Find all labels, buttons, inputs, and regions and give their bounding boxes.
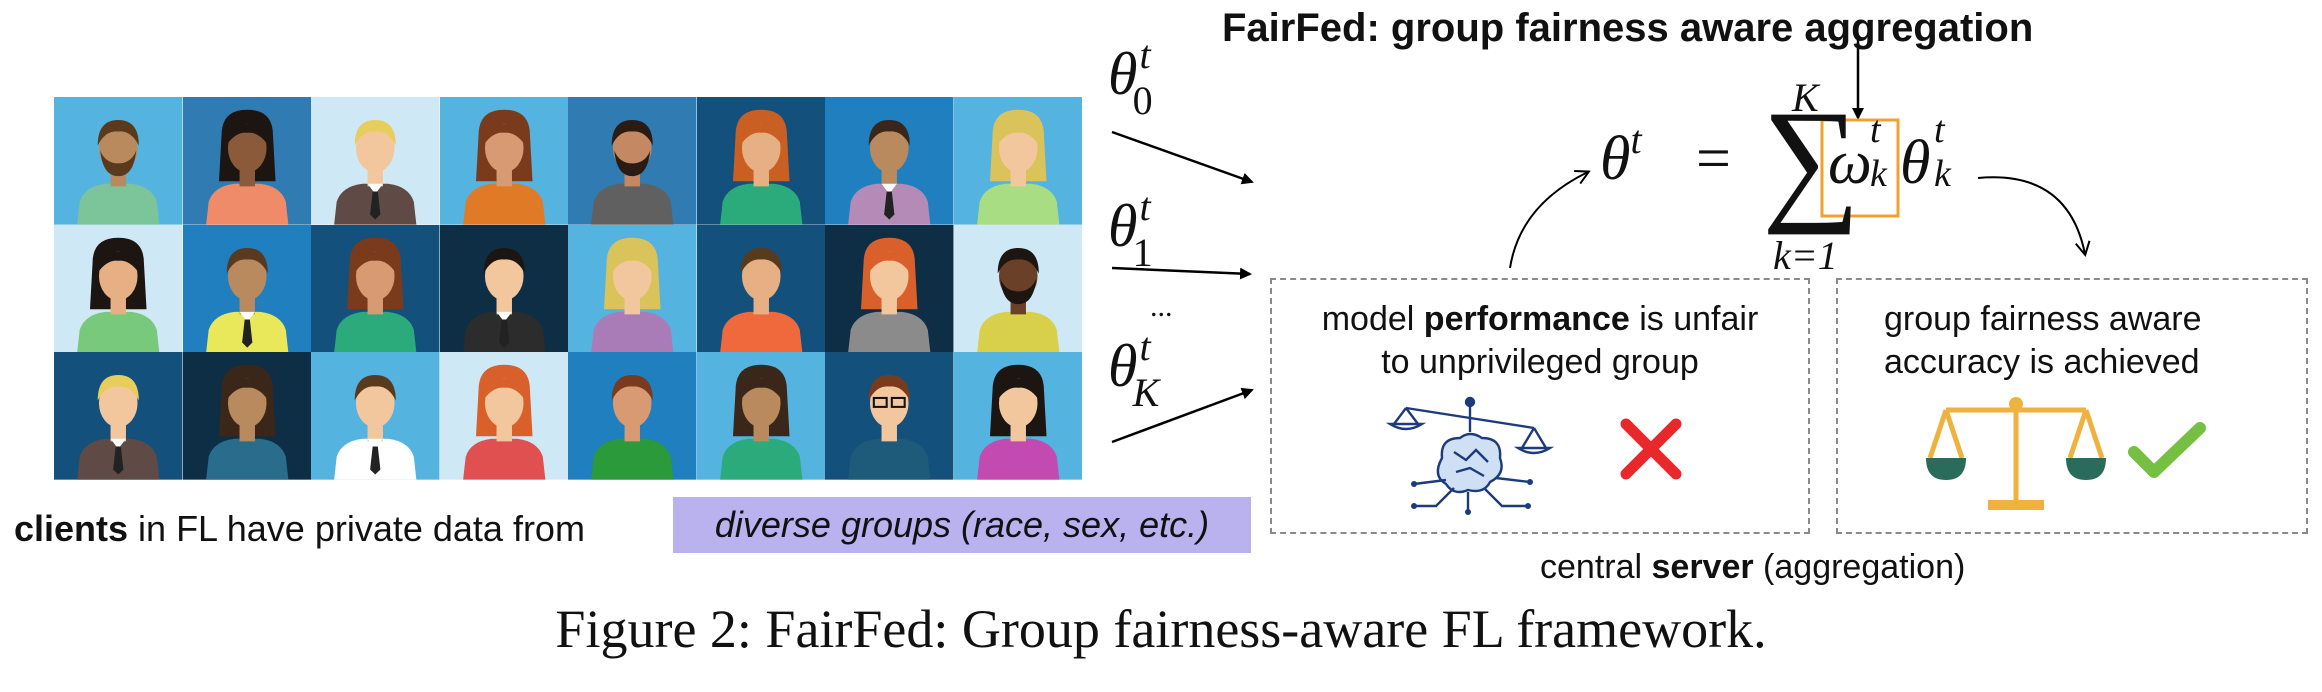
formula-weight-sup: t <box>1870 109 1881 151</box>
fair-accuracy-box: group fairness aware accuracy is achieve… <box>1836 278 2308 534</box>
client-avatar <box>696 352 825 480</box>
client-avatar <box>311 224 440 353</box>
client-avatar <box>311 97 440 225</box>
theta-0-label: θt0 <box>1108 32 1153 123</box>
figure-caption: Figure 2: FairFed: Group fairness-aware … <box>555 599 1767 659</box>
client-avatar <box>439 352 568 480</box>
arrow-formula-to-box <box>1977 176 2085 254</box>
fair-line-1: group fairness aware <box>1884 300 2202 338</box>
client-avatar <box>182 97 311 225</box>
client-avatar <box>439 97 568 225</box>
formula-theta-sup: t <box>1934 109 1945 151</box>
arrow-thetaK <box>1111 387 1254 444</box>
cross-icon <box>1620 418 1682 480</box>
weight-highlight-box <box>1820 118 1900 218</box>
client-avatar <box>54 224 183 353</box>
unfair-line-2: to unprivileged group <box>1381 343 1699 381</box>
formula-equals: = <box>1696 125 1731 193</box>
client-avatar <box>439 224 568 353</box>
client-avatar <box>311 352 440 480</box>
arrow-theta1 <box>1111 266 1252 280</box>
formula-sum-lower: k=1 <box>1773 233 1838 278</box>
formula-sum-sign: ∑ <box>1762 82 1861 235</box>
client-avatar <box>953 97 1082 225</box>
unbalanced-scale-brain-icon <box>1385 396 1554 515</box>
client-avatar <box>825 97 954 225</box>
balanced-scale-icon <box>1926 397 2106 510</box>
theta-k-label: θtK <box>1108 324 1160 415</box>
diagram-title: FairFed: group fairness aware aggregatio… <box>1222 6 2034 50</box>
formula-theta: θ <box>1900 129 1931 197</box>
ellipsis: ... <box>1150 290 1173 323</box>
client-avatar <box>953 352 1082 480</box>
formula-weight: ω <box>1828 129 1872 197</box>
clients-caption: clients in FL have private data from <box>14 508 585 549</box>
formula-theta-sub: k <box>1934 153 1951 195</box>
client-avatar <box>568 352 697 480</box>
diverse-groups-highlight: diverse groups (race, sex, etc.) <box>673 497 1251 553</box>
client-avatar <box>54 352 183 480</box>
fair-line-2: accuracy is achieved <box>1884 343 2200 381</box>
client-avatar <box>825 224 954 353</box>
client-avatar <box>568 224 697 353</box>
client-avatar <box>182 352 311 480</box>
unfair-line-1: model performance is unfair <box>1321 300 1759 338</box>
unfair-performance-box: model performance is unfair to unprivile… <box>1270 278 1810 534</box>
server-caption: central server (aggregation) <box>1540 548 1966 586</box>
formula-sum-upper: K <box>1792 75 1819 120</box>
checkmark-icon <box>2128 422 2206 478</box>
client-avatar-grid <box>54 97 1082 480</box>
formula-lhs: θt <box>1600 117 1642 193</box>
client-avatar <box>696 224 825 353</box>
arrow-box-to-formula <box>1509 172 1588 269</box>
client-avatar <box>825 352 954 480</box>
client-avatar <box>182 224 311 353</box>
aggregation-formula: θt = ∑ K k=1 ω t k θ t k <box>1600 75 2000 280</box>
client-avatar <box>54 97 183 225</box>
client-avatar <box>568 97 697 225</box>
theta-1-label: θt1 <box>1108 184 1153 275</box>
arrow-theta0 <box>1111 130 1254 185</box>
client-avatar <box>953 224 1082 353</box>
formula-weight-sub: k <box>1870 153 1887 195</box>
client-avatar <box>696 97 825 225</box>
